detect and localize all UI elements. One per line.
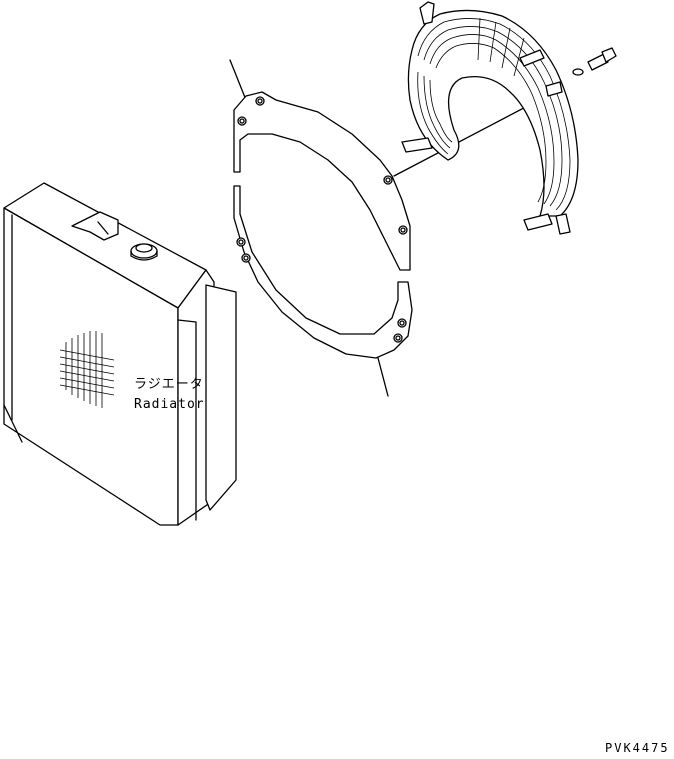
bolt-icon <box>572 47 617 76</box>
radiator-label-en: Radiator <box>134 397 205 412</box>
leader-line-top <box>229 59 247 101</box>
fan-guard <box>393 1 617 235</box>
leader-line-bottom <box>377 357 389 397</box>
radiator: ラジエータ Radiator <box>3 182 237 526</box>
bolt-hole <box>236 96 408 343</box>
guard-mounting-tab <box>401 1 571 235</box>
radiator-label-jp: ラジエータ <box>134 377 204 392</box>
radiator-cap <box>71 211 158 261</box>
drawing-code: PVK4475 <box>605 741 670 755</box>
shroud-plate <box>229 59 413 397</box>
radiator-core-hatch <box>59 331 115 408</box>
